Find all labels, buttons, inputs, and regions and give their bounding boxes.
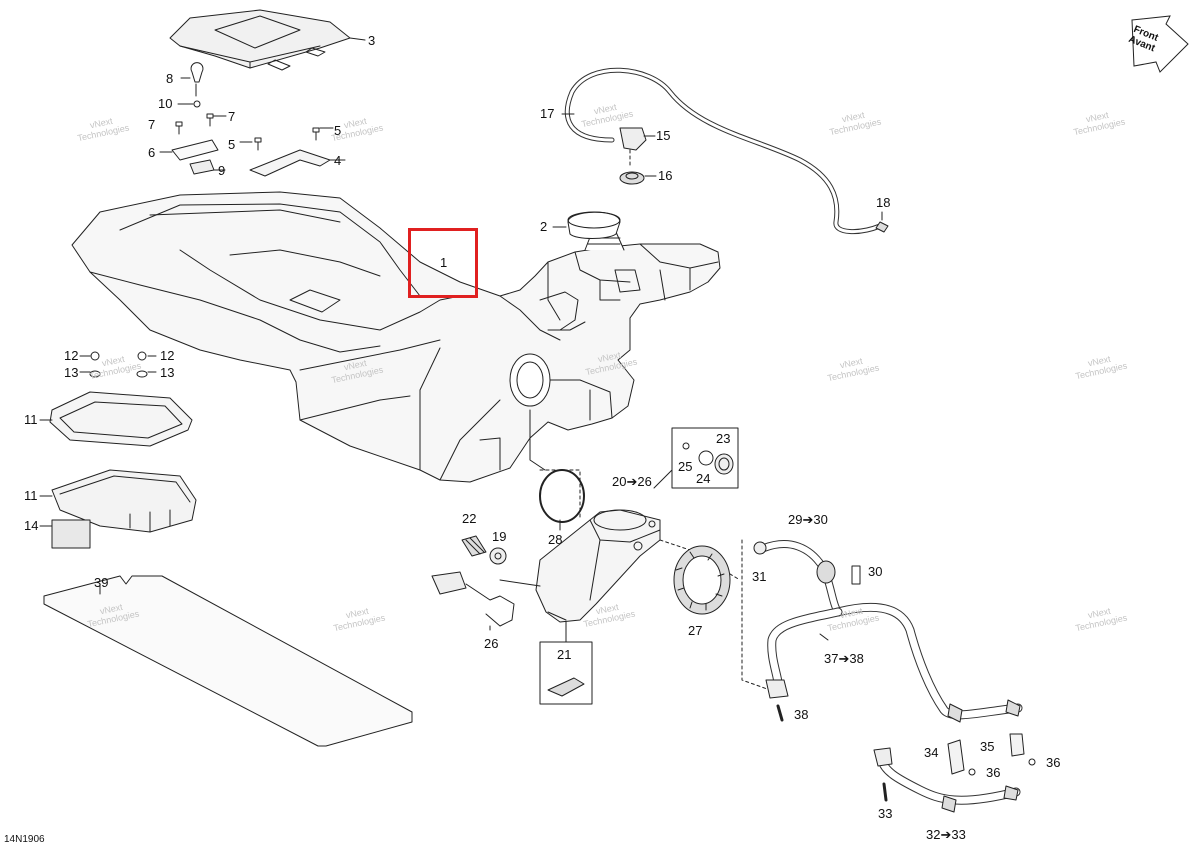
callout-21: 21 xyxy=(557,647,572,662)
callout-36b: 36 xyxy=(1046,755,1061,770)
callout-5b: 5 xyxy=(334,123,342,138)
callout-19: 19 xyxy=(492,529,507,544)
part-1-highlight-box xyxy=(408,228,478,298)
callout-28: 28 xyxy=(548,532,563,547)
callout-10: 10 xyxy=(158,96,173,111)
part-18-clamp xyxy=(875,211,889,233)
part-39-mat xyxy=(43,575,413,747)
callout-14: 14 xyxy=(24,518,39,533)
part-12-13-screws xyxy=(79,351,157,378)
callout-18: 18 xyxy=(876,195,891,210)
callout-11b: 11 xyxy=(24,488,38,503)
part-28-o-ring xyxy=(539,469,585,531)
part-16-grommet xyxy=(619,171,657,185)
callout-17: 17 xyxy=(540,106,555,121)
callout-31: 31 xyxy=(752,569,767,584)
part-6-bracket xyxy=(159,139,226,175)
part-29-hose-assembly xyxy=(753,540,861,612)
callout-13b: 13 xyxy=(160,365,175,380)
callout-12a: 12 xyxy=(64,348,79,363)
callout-33: 33 xyxy=(878,806,893,821)
callout-38: 38 xyxy=(794,707,809,722)
callout-13a: 13 xyxy=(64,365,79,380)
part-35-bracket xyxy=(1009,733,1036,766)
callout-7a: 7 xyxy=(148,117,156,132)
fastener-7 xyxy=(175,113,227,135)
callout-2: 2 xyxy=(540,219,548,234)
callout-11a: 11 xyxy=(24,412,38,427)
callout-1: 1 xyxy=(440,255,448,270)
front-direction-arrow-icon xyxy=(1131,15,1189,73)
callout-27: 27 xyxy=(688,623,703,638)
callout-32-33: 32➔33 xyxy=(926,827,966,842)
part-27-lock-ring xyxy=(673,545,731,615)
part-19-grommet xyxy=(489,547,507,565)
part-14-pad xyxy=(39,519,91,549)
callout-36a: 36 xyxy=(986,765,1001,780)
callout-7b: 7 xyxy=(228,109,236,124)
callout-3: 3 xyxy=(368,33,376,48)
part-11-plate-upper xyxy=(39,391,193,447)
tank-pump-opening xyxy=(509,353,551,471)
callout-6: 6 xyxy=(148,145,156,160)
part-21-callout-box xyxy=(539,621,593,705)
part-23-25-callout-box xyxy=(653,427,739,489)
part-20-fuel-pump xyxy=(499,509,661,623)
part-2-fuel-cap xyxy=(552,211,621,239)
callout-35: 35 xyxy=(980,739,995,754)
callout-22: 22 xyxy=(462,511,477,526)
callout-30: 30 xyxy=(868,564,883,579)
callout-9: 9 xyxy=(218,163,226,178)
callout-37-38: 37➔38 xyxy=(824,651,864,666)
callout-4: 4 xyxy=(334,153,342,168)
callout-8: 8 xyxy=(166,71,174,86)
callout-24: 24 xyxy=(696,471,711,486)
callout-15: 15 xyxy=(656,128,671,143)
part-15-valve xyxy=(619,127,656,169)
callout-25: 25 xyxy=(678,459,693,474)
part-32-hose xyxy=(873,747,1021,813)
callout-5a: 5 xyxy=(228,137,236,152)
part-37-fuel-line xyxy=(765,602,1023,723)
callout-20-26: 20➔26 xyxy=(612,474,652,489)
part-4-bracket xyxy=(239,127,346,177)
callout-34: 34 xyxy=(924,745,939,760)
part-3-top-cover xyxy=(169,9,366,71)
part-34-bracket xyxy=(947,739,976,776)
part-1-fuel-tank xyxy=(71,191,721,483)
callout-29-30: 29➔30 xyxy=(788,512,828,527)
part-26-level-sender xyxy=(431,571,515,631)
callout-12b: 12 xyxy=(160,348,175,363)
callout-16: 16 xyxy=(658,168,673,183)
part-11-gasket-lower xyxy=(39,469,197,533)
callout-39: 39 xyxy=(94,575,109,590)
part-17-vent-hose xyxy=(561,67,883,234)
part-22-sensor xyxy=(461,535,487,557)
drawing-code: 14N1906 xyxy=(4,834,45,845)
callout-26: 26 xyxy=(484,636,499,651)
callout-23: 23 xyxy=(716,431,731,446)
fastener-8-10 xyxy=(177,62,204,108)
